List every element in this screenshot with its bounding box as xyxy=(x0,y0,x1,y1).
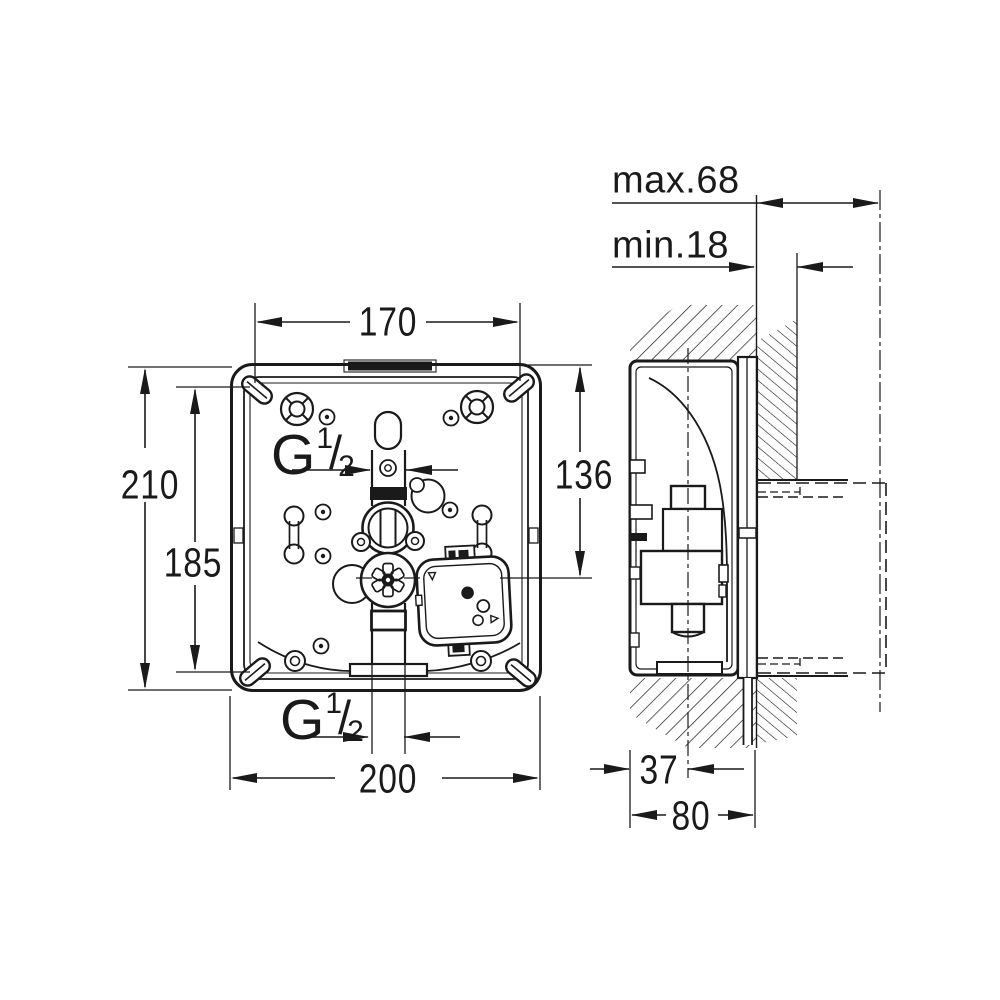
dome-profile xyxy=(648,377,728,662)
thread-base: G xyxy=(280,688,325,752)
side-view xyxy=(628,190,887,778)
dim-wall-depth-max: max.68 xyxy=(612,159,740,202)
housing-body xyxy=(628,355,759,680)
fraction-slash: / xyxy=(329,426,343,479)
wall-hatch xyxy=(630,305,756,748)
dim-bottom-width: 200 xyxy=(358,755,418,802)
hidden-faceplate-outline xyxy=(758,482,887,674)
dim-center-offset: 37 xyxy=(639,746,679,793)
valve-side-profile xyxy=(639,484,729,638)
plaster-hatch xyxy=(757,319,797,744)
drain-pipe xyxy=(742,678,753,745)
extension-lines xyxy=(128,253,798,828)
dim-top-width: 170 xyxy=(358,298,418,345)
dim-outer-height: 210 xyxy=(120,461,180,508)
niche-edges xyxy=(757,479,848,677)
dim-wall-depth-min: min.18 xyxy=(612,224,730,267)
fraction-slash: / xyxy=(338,691,352,744)
dim-right-height: 136 xyxy=(554,451,614,498)
solenoid-box xyxy=(414,544,513,657)
thread-denominator: 2 xyxy=(338,450,355,483)
center-pipe-assembly xyxy=(332,410,446,678)
thread-label-top: G1/2 xyxy=(271,424,355,484)
screw-holes xyxy=(312,408,460,655)
thread-numerator: 1 xyxy=(316,422,334,455)
thread-numerator: 1 xyxy=(325,687,343,720)
dim-housing-depth: 80 xyxy=(671,792,711,839)
thread-base: G xyxy=(271,423,316,487)
corner-screw-slots xyxy=(239,373,537,688)
dimension-arrowheads xyxy=(140,198,879,820)
thread-label-bottom: G1/2 xyxy=(280,689,364,749)
top-tab xyxy=(348,361,432,371)
top-slot xyxy=(373,410,403,451)
flush-knob xyxy=(359,551,417,609)
dim-anchor-height: 185 xyxy=(163,539,223,586)
thread-denominator: 2 xyxy=(347,715,364,748)
front-view xyxy=(230,359,542,692)
screw-bosses xyxy=(279,389,495,672)
